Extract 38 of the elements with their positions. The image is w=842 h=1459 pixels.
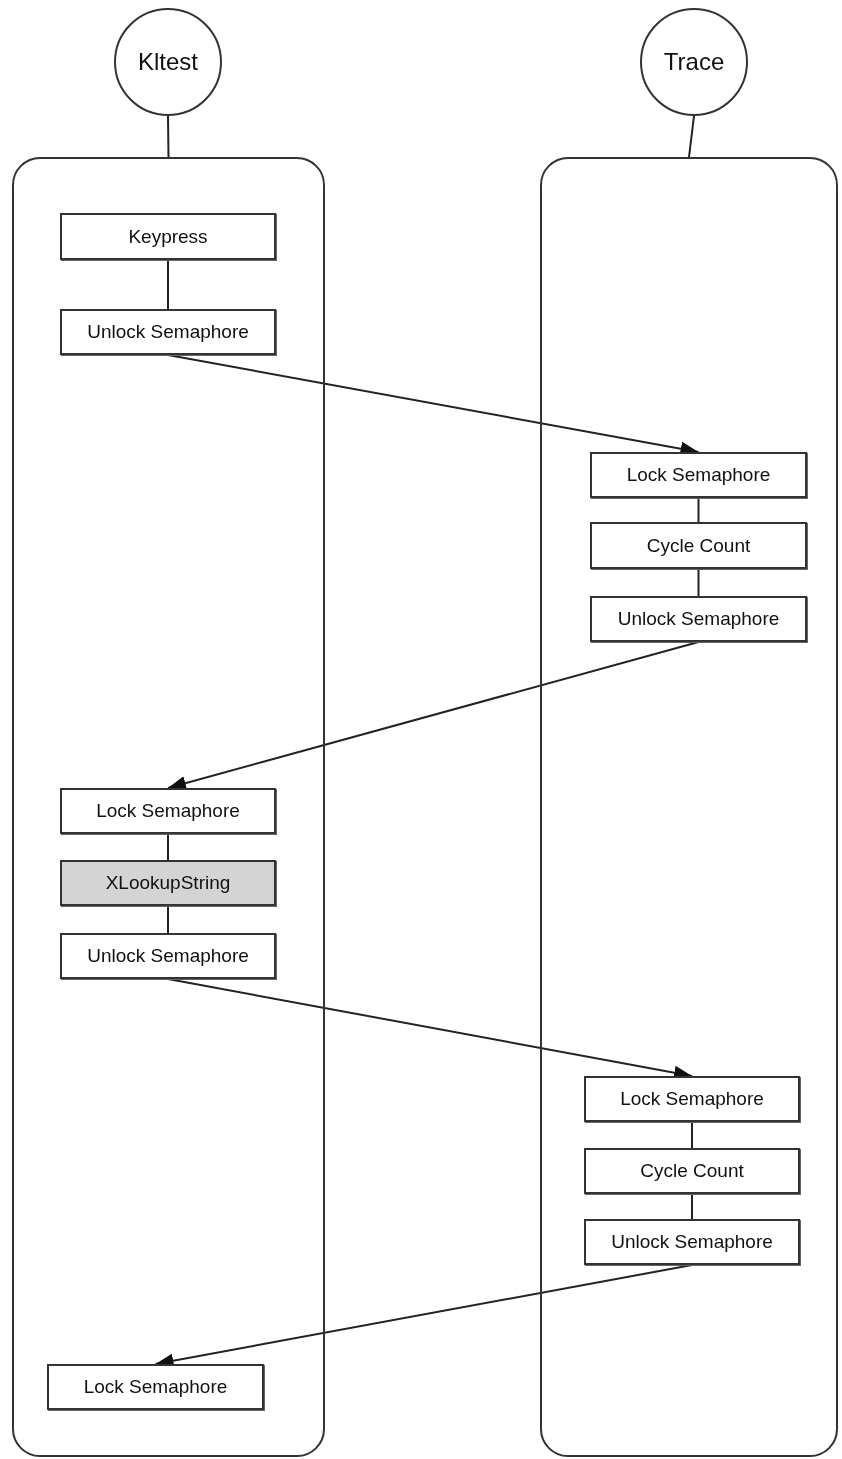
box-label: Trace	[663, 48, 725, 76]
process-box	[590, 452, 807, 498]
connector-line	[691, 1193, 693, 1220]
box-label: Lock Semaphore	[96, 800, 240, 822]
box-label: Unlock Semaphore	[617, 608, 780, 630]
box-label: Unlock Semaphore	[87, 945, 249, 967]
connector-line	[688, 115, 695, 158]
connector-line	[167, 833, 169, 861]
connector-line	[697, 497, 700, 523]
box-label: XLookupString	[105, 872, 231, 894]
connector-line	[167, 905, 169, 934]
connector-line	[691, 1121, 693, 1149]
swimlane	[12, 157, 325, 1457]
process-box	[60, 309, 276, 355]
box-label: Cycle Count	[640, 1160, 744, 1182]
process-box	[584, 1219, 800, 1265]
box-label: Cycle Count	[646, 534, 751, 557]
process-box	[60, 788, 276, 834]
process-box	[60, 860, 276, 906]
connector-line	[167, 259, 169, 310]
box-label: Unlock Semaphore	[87, 321, 249, 343]
process-box	[584, 1148, 800, 1194]
process-box	[60, 933, 276, 979]
swimlane	[540, 157, 838, 1457]
process-box	[60, 213, 276, 260]
connector-line	[697, 568, 700, 597]
box-label: Kltest	[138, 48, 198, 76]
connector-line	[167, 115, 170, 158]
box-label: Unlock Semaphore	[611, 1231, 773, 1253]
process-box	[47, 1364, 264, 1410]
process-box	[590, 596, 807, 642]
box-label: Lock Semaphore	[620, 1088, 764, 1110]
box-label: Lock Semaphore	[83, 1376, 228, 1398]
process-box	[584, 1076, 800, 1122]
box-label: Lock Semaphore	[626, 464, 771, 486]
box-label: Keypress	[128, 225, 208, 248]
process-box	[590, 522, 807, 569]
arrow	[167, 641, 700, 791]
